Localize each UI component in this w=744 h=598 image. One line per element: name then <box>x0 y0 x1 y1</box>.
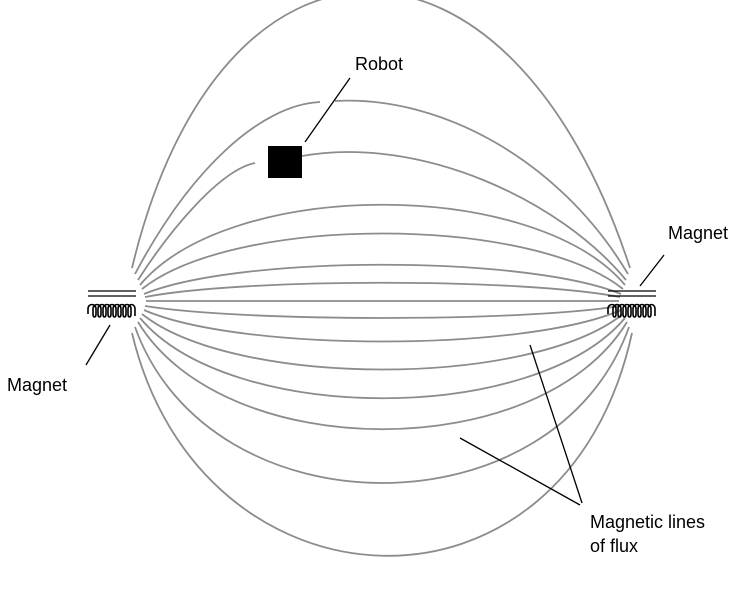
flux-line-top-7 <box>144 281 621 298</box>
flux-line-top-3 <box>137 162 256 281</box>
leader-lines <box>85 77 665 506</box>
robot-label: Robot <box>355 54 404 74</box>
flux-leader-1 <box>529 344 583 504</box>
magnet-left-icon <box>87 290 136 318</box>
flux-line-bottom-3 <box>141 313 624 371</box>
flux-line-top-6 <box>143 263 622 295</box>
flux-line-top-2b <box>334 99 629 275</box>
flux-line-top-1 <box>131 0 631 269</box>
magnet-left-label: Magnet <box>7 375 68 395</box>
flux-line-bottom-6 <box>134 326 630 484</box>
flux-line-bottom-2 <box>143 309 622 343</box>
flux-label-line-1: Magnetic lines <box>590 512 706 532</box>
magnet-right-icon <box>607 290 656 318</box>
magnet-right-leader <box>639 254 665 287</box>
flux-label-line-2: of flux <box>590 536 639 556</box>
robot-leader <box>304 77 351 143</box>
magnet-right-label: Magnet <box>668 223 729 243</box>
flux-line-top-2 <box>134 101 321 275</box>
robot-block <box>268 146 302 178</box>
flux-leader-2 <box>459 437 581 506</box>
flux-line-top-4 <box>139 203 626 286</box>
flux-line-bottom-4 <box>139 317 626 400</box>
flux-line-bottom-5 <box>137 321 628 431</box>
flux-line-top-3b <box>301 151 627 281</box>
flux-lines <box>131 0 633 557</box>
magnet-left-leader <box>85 324 111 366</box>
flux-line-bottom-7 <box>131 332 633 557</box>
flux-line-bottom-1 <box>144 305 621 319</box>
flux-line-top-5 <box>141 232 624 290</box>
